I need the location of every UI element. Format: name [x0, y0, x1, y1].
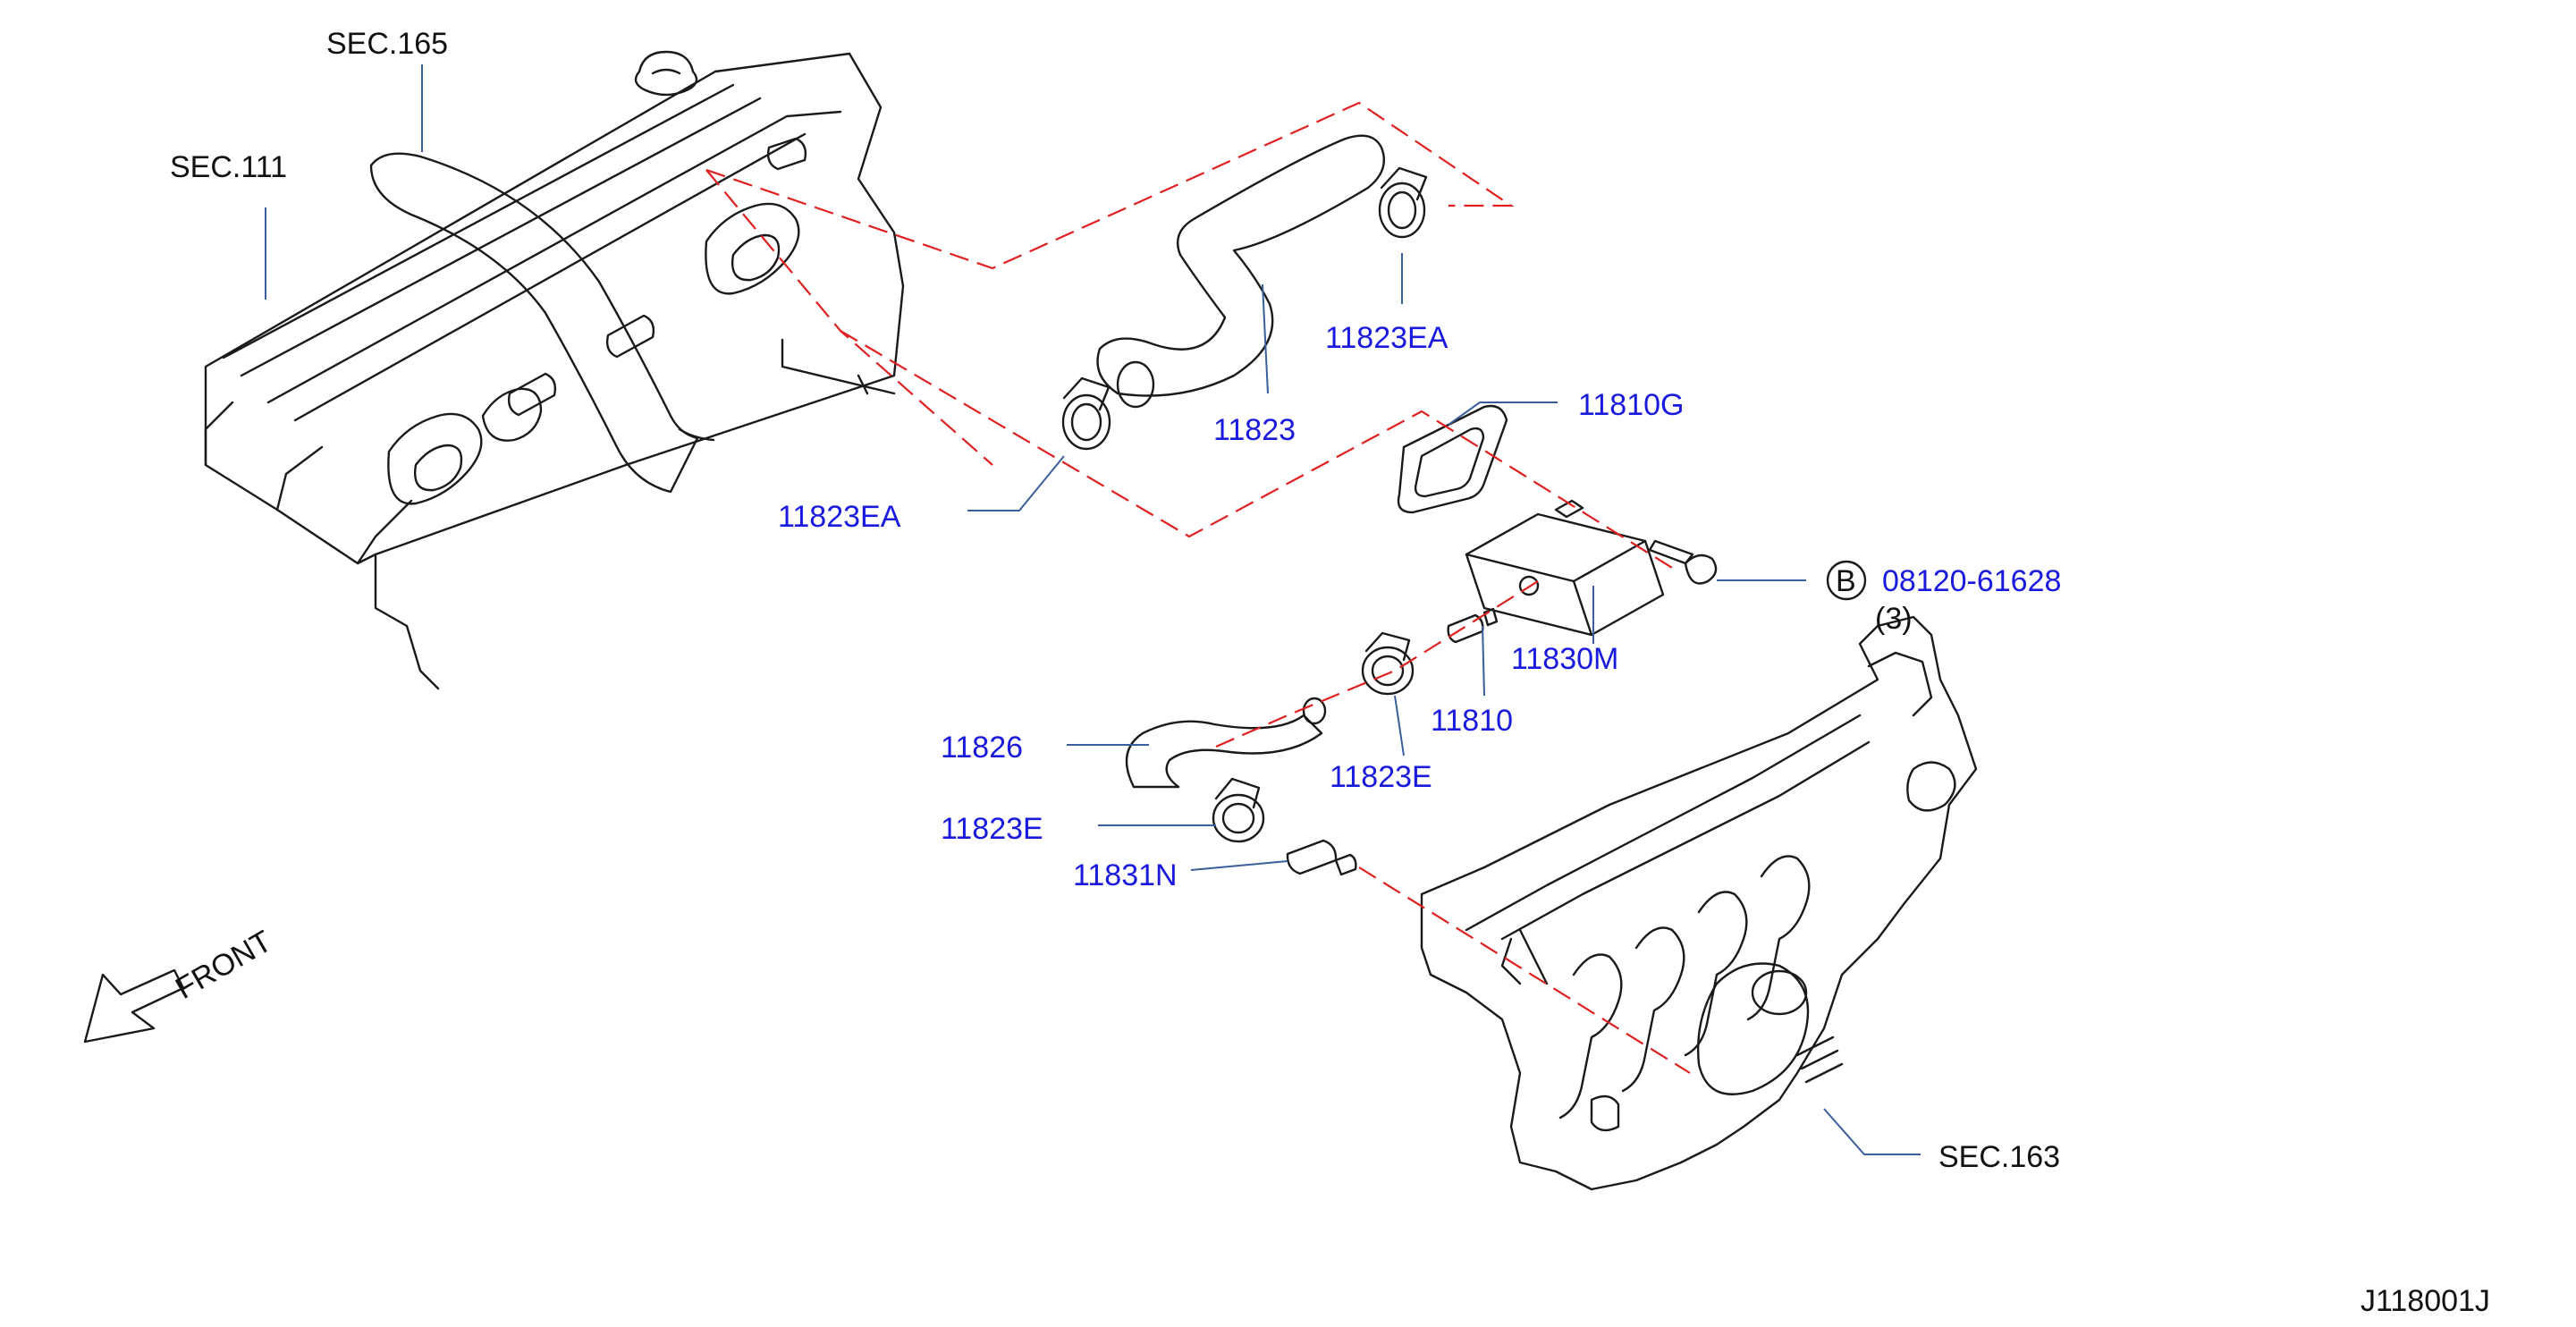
part-number-11826: 11826	[941, 731, 1023, 765]
fitting-11810-drawing	[1447, 607, 1499, 644]
part-number-11823: 11823	[1213, 413, 1296, 447]
diagram-id: J118001J	[2361, 1284, 2490, 1318]
flow-path-dashed	[705, 101, 1691, 1074]
bolt-reference-letter: B	[1836, 564, 1856, 598]
part-number-11823e-mid: 11823E	[1330, 760, 1432, 794]
connector-11831n-drawing	[1286, 839, 1357, 876]
part-number-11810: 11810	[1431, 704, 1513, 738]
hose-11826-drawing	[1125, 697, 1327, 789]
leader-lines	[265, 64, 1921, 1155]
section-ref-111: SEC.111	[170, 150, 287, 184]
intake-manifold-drawing	[1420, 615, 1978, 1191]
clamp-11823ea-left-drawing	[1061, 376, 1111, 451]
part-number-11830m: 11830M	[1511, 642, 1618, 676]
front-label: FRONT	[170, 924, 277, 1005]
part-number-11823ea-top: 11823EA	[1325, 321, 1448, 355]
part-number-11823e-left: 11823E	[941, 812, 1043, 846]
part-number-11831n: 11831N	[1073, 858, 1178, 892]
section-ref-163: SEC.163	[1938, 1140, 2060, 1174]
part-number-bolt: 08120-61628	[1882, 564, 2061, 598]
front-direction-arrow: FRONT	[83, 924, 277, 1044]
section-ref-165: SEC.165	[326, 27, 448, 61]
clamp-11823e-left-drawing	[1212, 777, 1265, 843]
part-number-11810g: 11810G	[1578, 388, 1684, 422]
bolt-drawing	[1648, 539, 1718, 585]
bolt-reference-circle	[1826, 560, 1867, 601]
hose-11823-drawing	[1096, 134, 1386, 409]
gasket-11810g-drawing	[1397, 404, 1508, 514]
engine-head-drawing	[204, 50, 905, 690]
valve-11830m-drawing	[1465, 499, 1665, 637]
clamp-11823ea-top-drawing	[1378, 166, 1428, 239]
part-number-11823ea-left: 11823EA	[778, 500, 901, 534]
bolt-quantity: (3)	[1875, 602, 1913, 636]
clamp-11823e-mid-drawing	[1361, 631, 1415, 696]
